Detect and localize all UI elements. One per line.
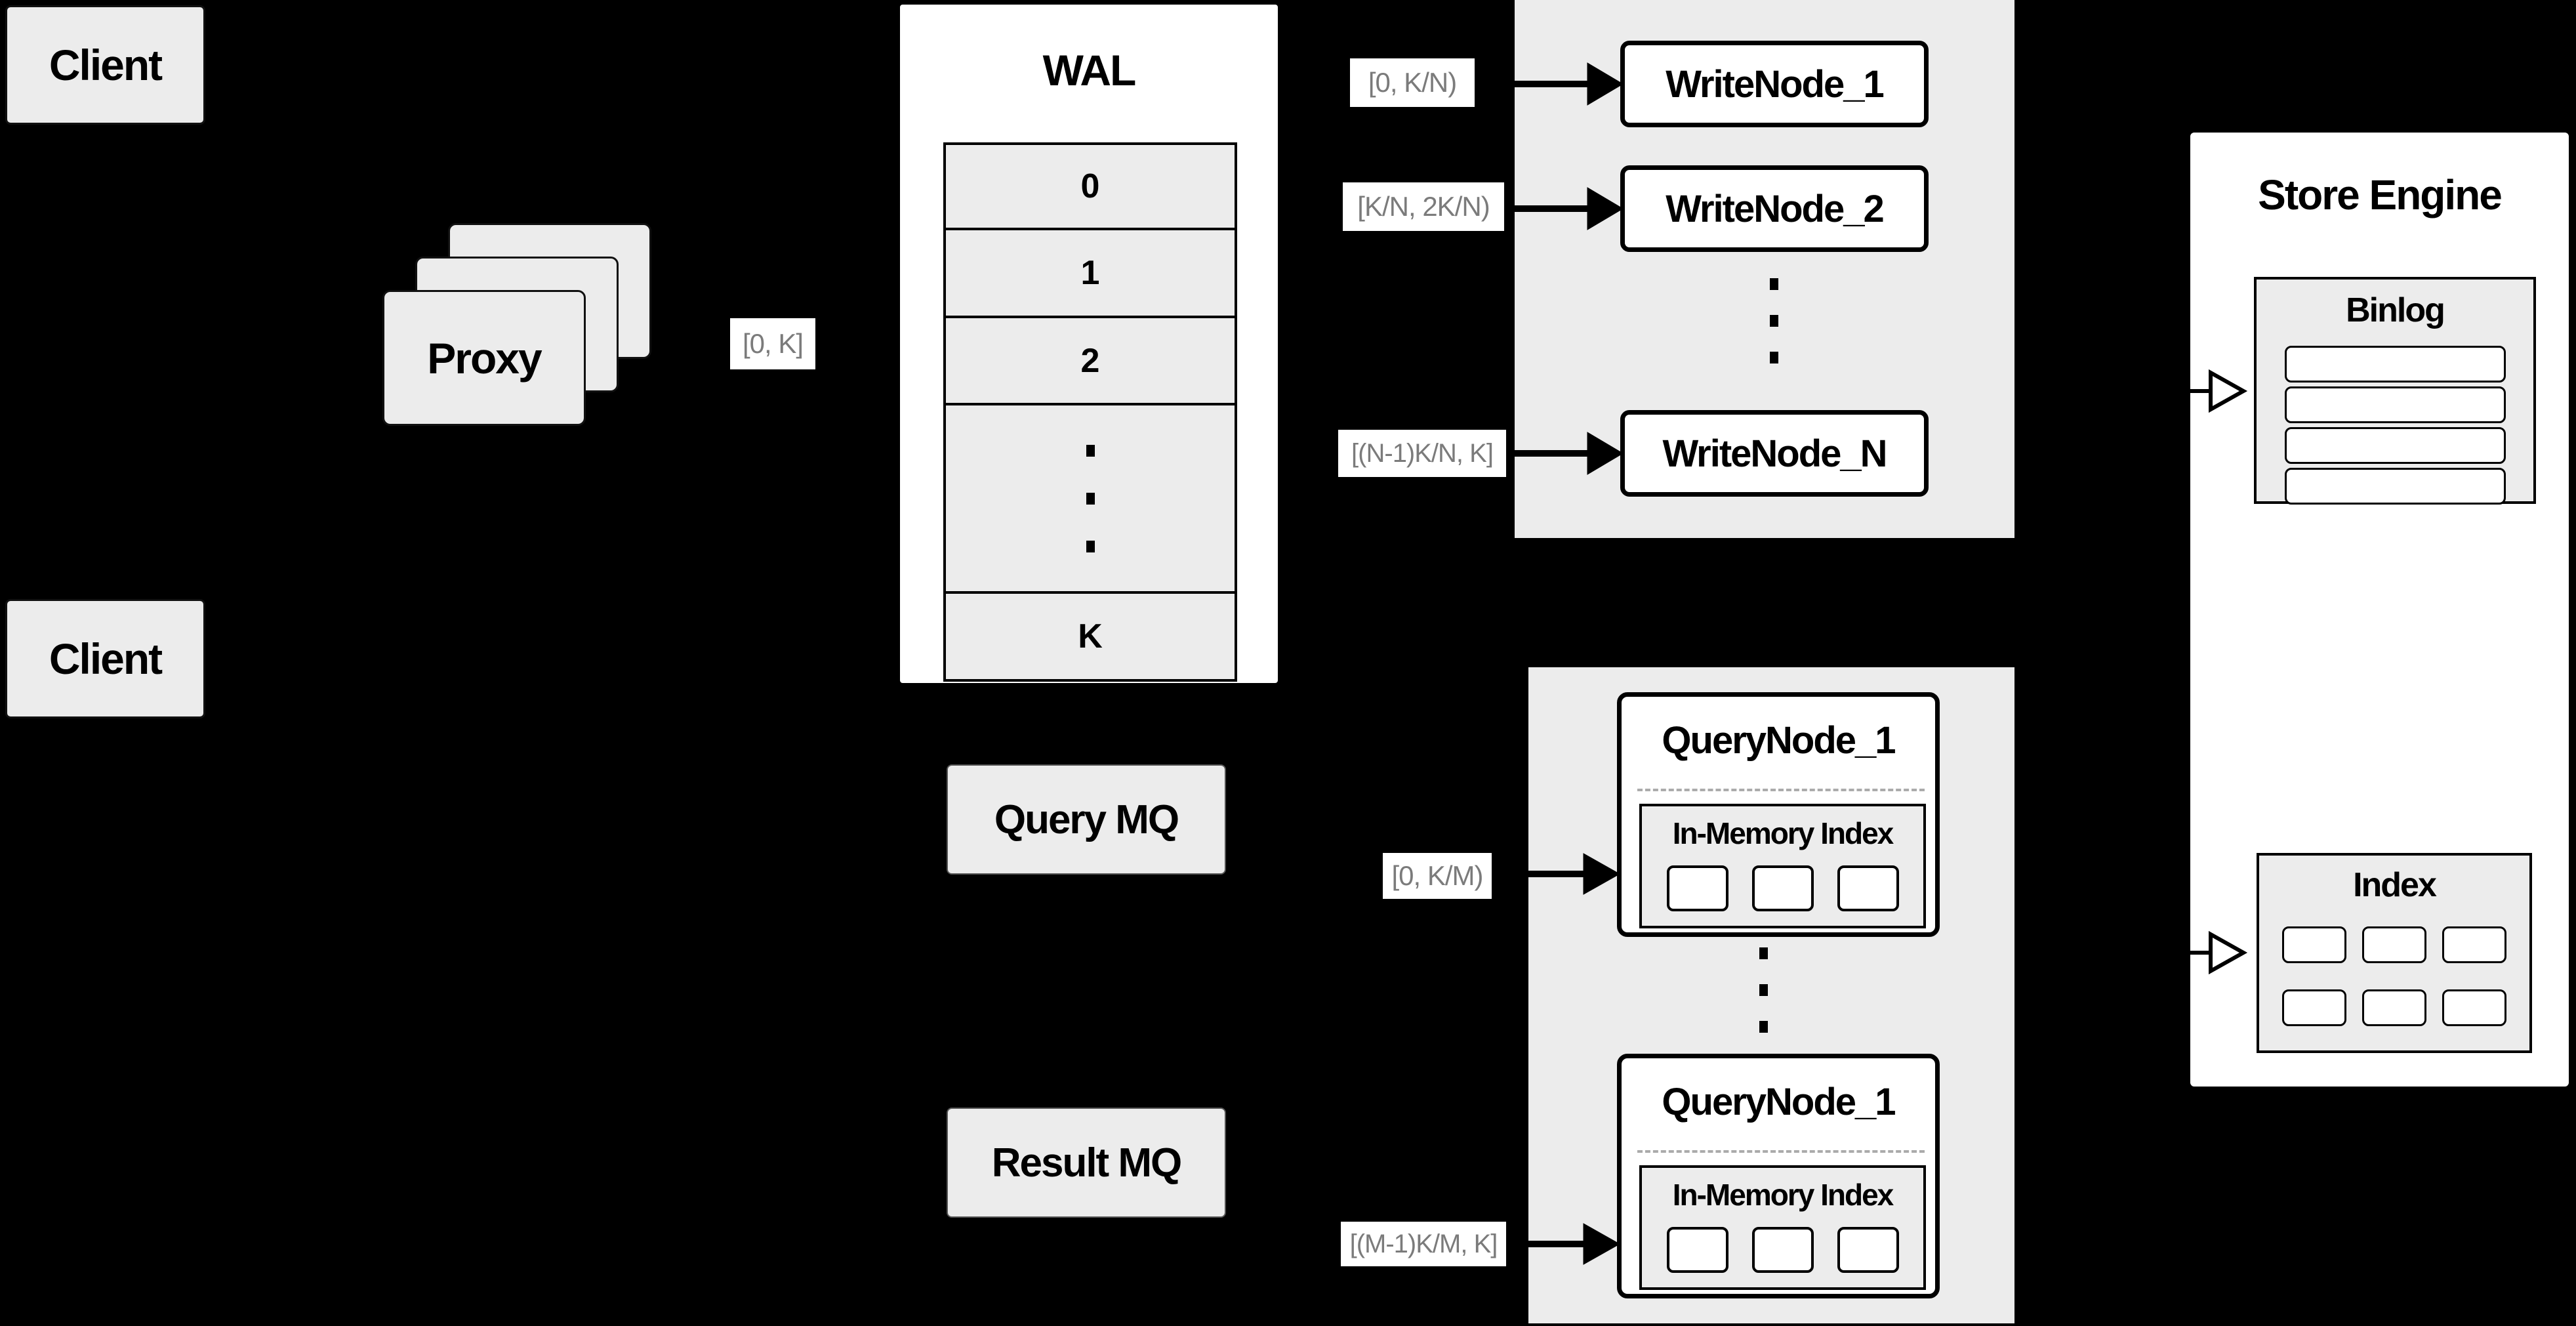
in-memory-index-label: In-Memory Index [1672, 1178, 1894, 1212]
proxy-label: Proxy [427, 333, 542, 383]
write-node-label: WriteNode_1 [1666, 62, 1884, 106]
index-cell [2282, 926, 2346, 963]
dashed-divider [1637, 789, 1925, 791]
write-node-n: WriteNode_N [1620, 410, 1929, 497]
write-node-1: WriteNode_1 [1620, 41, 1929, 127]
index-segment [1837, 1227, 1899, 1273]
index-segment-row [1642, 1227, 1923, 1273]
store-engine-title-row: Store Engine [2190, 133, 2569, 257]
range-label: [(N-1)K/N, K] [1351, 438, 1494, 468]
index-segment-row [1642, 865, 1923, 911]
query-node-title-label: QueryNode_1 [1662, 718, 1896, 762]
index-title: Index [2353, 866, 2437, 904]
proxy-card-front: Proxy [382, 290, 586, 426]
query-range-chip-m: [(M-1)K/M, K] [1341, 1222, 1506, 1266]
index-grid-row [2259, 926, 2529, 963]
index-cell [2362, 926, 2426, 963]
wal-row-0: 0 [946, 145, 1235, 230]
wal-row-label: 1 [1080, 254, 1100, 292]
query-node-2: QueryNode_1 In-Memory Index [1617, 1054, 1940, 1298]
index-cell [2282, 989, 2346, 1026]
query-node-1: QueryNode_1 In-Memory Index [1617, 692, 1940, 937]
wal-row-1: 1 [946, 230, 1235, 318]
binlog-title: Binlog [2346, 291, 2445, 329]
index-segment [1666, 1227, 1728, 1273]
wal-row-label: K [1078, 617, 1103, 655]
index-segment [1751, 1227, 1814, 1273]
index-grid [2259, 926, 2529, 1026]
ellipsis-vertical-icon [1086, 444, 1095, 552]
write-range-chip-n: [(N-1)K/N, K] [1338, 430, 1506, 477]
wal-box: WAL 0 1 2 K [897, 2, 1280, 686]
index-cell [2442, 989, 2506, 1026]
index-segment [1751, 865, 1814, 911]
client-box-top: Client [5, 5, 205, 125]
write-range-chip-1: [0, K/N) [1350, 58, 1475, 107]
write-node-label: WriteNode_2 [1666, 187, 1884, 230]
ellipsis-vertical-icon [1770, 278, 1778, 363]
client-box-bottom: Client [5, 599, 205, 718]
client-label: Client [49, 41, 163, 89]
client-label: Client [49, 634, 163, 683]
wal-row-label: 0 [1080, 167, 1100, 205]
query-mq-box: Query MQ [947, 764, 1226, 875]
index-segment [1666, 865, 1728, 911]
in-memory-index-box: In-Memory Index [1639, 1165, 1926, 1290]
query-node-title-label: QueryNode_1 [1662, 1080, 1896, 1123]
write-node-2: WriteNode_2 [1620, 165, 1929, 252]
index-segment [1837, 865, 1899, 911]
proxy-range-label: [0, K] [742, 328, 804, 359]
ellipsis-vertical-icon [1759, 947, 1768, 1033]
binlog-box: Binlog [2254, 277, 2536, 505]
store-engine-box: Store Engine Binlog Index [2188, 130, 2571, 1089]
write-node-label: WriteNode_N [1662, 432, 1887, 475]
store-engine-title: Store Engine [2258, 171, 2503, 218]
index-cell [2442, 926, 2506, 963]
in-memory-index-label: In-Memory Index [1672, 816, 1894, 850]
query-mq-label: Query MQ [994, 797, 1179, 842]
proxy-range-chip: [0, K] [730, 318, 815, 369]
wal-row-ellipsis [946, 405, 1235, 594]
range-label: [(M-1)K/M, K] [1349, 1229, 1498, 1258]
wal-title-row: WAL [900, 5, 1278, 136]
binlog-rows [2257, 346, 2533, 505]
result-mq-label: Result MQ [991, 1140, 1183, 1186]
range-label: [K/N, 2K/N) [1357, 191, 1490, 222]
binlog-row [2284, 468, 2506, 505]
binlog-row [2284, 386, 2506, 423]
query-node-title: QueryNode_1 [1622, 1058, 1935, 1145]
wal-row-2: 2 [946, 318, 1235, 405]
write-range-chip-2: [K/N, 2K/N) [1343, 182, 1504, 231]
range-label: [0, K/N) [1368, 67, 1457, 98]
wal-table: 0 1 2 K [943, 142, 1237, 682]
in-memory-index-box: In-Memory Index [1639, 804, 1926, 928]
query-node-title: QueryNode_1 [1622, 697, 1935, 783]
wal-row-k: K [946, 594, 1235, 679]
wal-row-label: 2 [1080, 341, 1100, 380]
range-label: [0, K/M) [1391, 860, 1483, 891]
binlog-row [2284, 427, 2506, 464]
binlog-row [2284, 346, 2506, 383]
index-cell [2362, 989, 2426, 1026]
result-mq-box: Result MQ [947, 1108, 1226, 1218]
index-grid-row [2259, 989, 2529, 1026]
wal-title: WAL [1042, 46, 1137, 94]
index-box: Index [2257, 853, 2532, 1053]
query-range-chip-1: [0, K/M) [1383, 853, 1492, 899]
dashed-divider [1637, 1150, 1925, 1153]
